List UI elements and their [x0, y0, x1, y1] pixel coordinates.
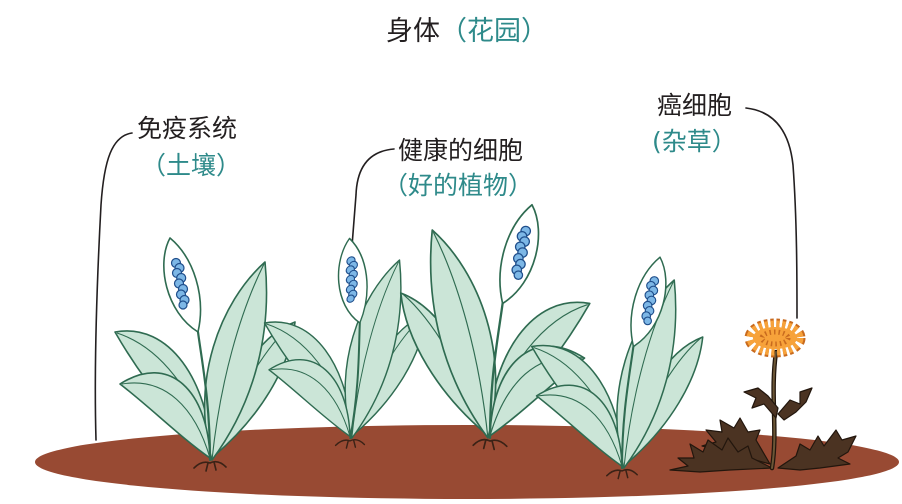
weed-stem-leaf-right — [777, 387, 813, 421]
weed-stem-leaf-left — [743, 387, 779, 419]
weed-leaf-right — [777, 429, 857, 471]
page-title: 身体（花园） — [386, 16, 548, 47]
immune-system-leader-line — [94, 132, 133, 441]
title-analogy: （花园） — [440, 16, 548, 47]
immune-system-label: 免疫系统 — [137, 114, 237, 143]
cancer-cells-leader-line — [745, 107, 798, 319]
cancer-cells-analogy: (杂草） — [652, 127, 737, 156]
weed-plant — [669, 318, 857, 473]
healthy-cells-leader-line — [351, 148, 395, 247]
flower-texture — [759, 329, 791, 347]
weed-flower — [744, 318, 806, 358]
immune-system-analogy: （土壤） — [141, 151, 241, 180]
weed-leaf-left-lower — [669, 437, 773, 473]
soil-ground — [35, 425, 899, 499]
healthy-cells-analogy: （好的植物） — [383, 171, 533, 200]
title-main: 身体 — [386, 16, 440, 47]
healthy-plant-2 — [263, 237, 428, 449]
healthy-cells-label: 健康的细胞 — [398, 136, 523, 165]
cancer-cells-label: 癌细胞 — [657, 91, 732, 120]
